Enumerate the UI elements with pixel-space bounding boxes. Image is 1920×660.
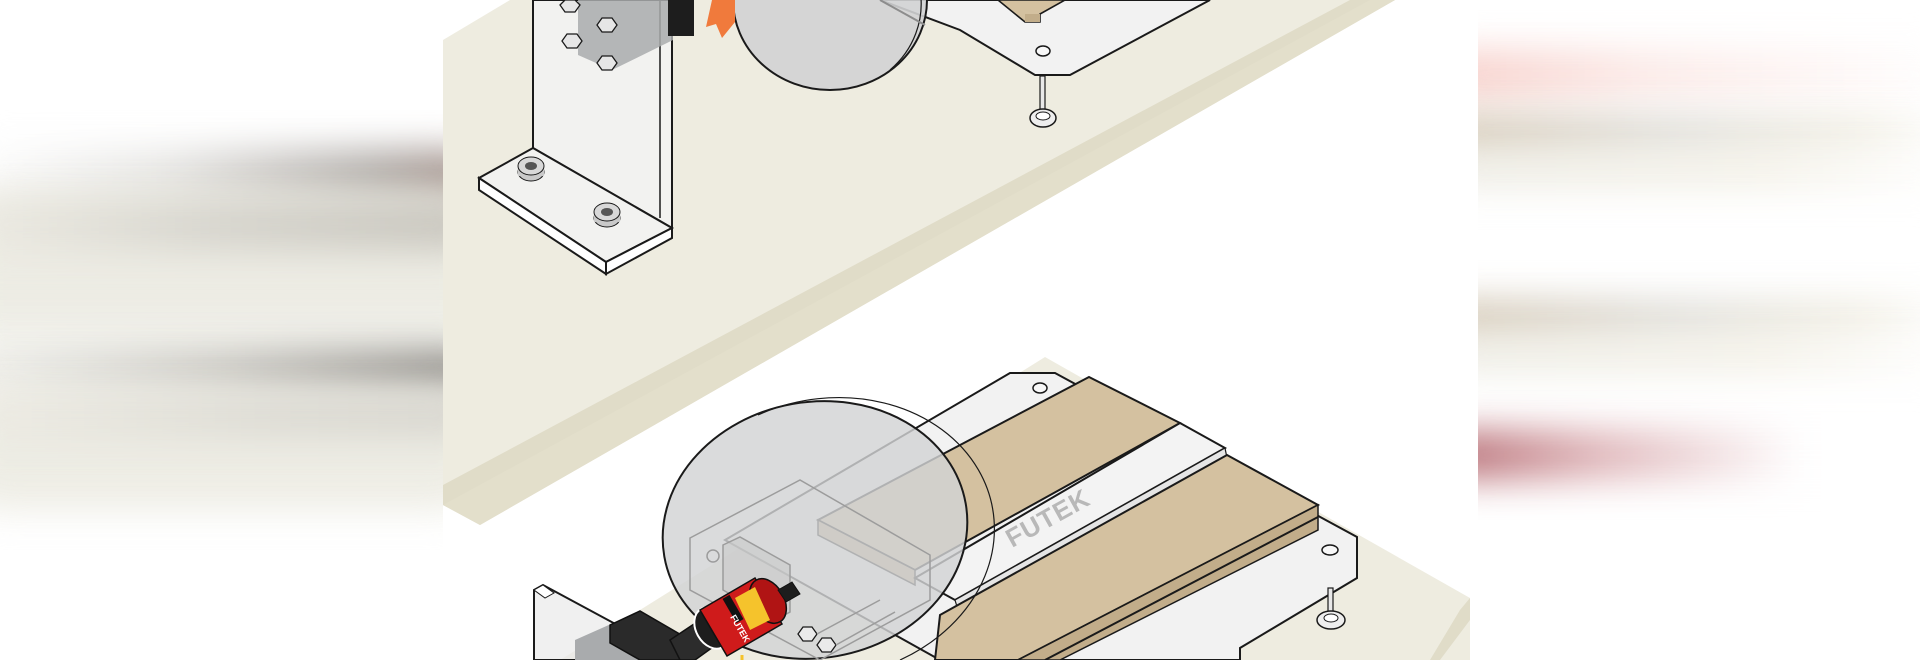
isometric-illustration: FUTEK	[443, 0, 1470, 660]
upper-motor-connector	[668, 0, 694, 36]
motor-hex-bolt-icon	[559, 0, 618, 71]
blur-streak	[1478, 150, 1920, 190]
lower-assembly: FUTEK	[533, 357, 1470, 660]
blur-streak	[1478, 50, 1920, 100]
upper-clear-disc	[732, 0, 928, 91]
lower-table-edge	[1430, 598, 1470, 660]
upper-leveling-foot	[1029, 75, 1057, 128]
lower-plate-hole	[1032, 382, 1048, 394]
background-blur-left	[0, 0, 443, 660]
background-blur-right	[1478, 0, 1920, 660]
blur-streak	[0, 200, 443, 250]
lower-wood-board-near	[933, 453, 1321, 660]
disc-hex-bolt-icon	[797, 626, 837, 653]
blur-streak	[1478, 335, 1920, 375]
torque-sensor: FUTEK	[693, 576, 801, 660]
lower-motor-connector	[609, 610, 691, 660]
illustration-frame: FUTEK	[443, 0, 1478, 660]
lower-plate-hole	[1321, 544, 1339, 556]
rotation-arrow-icon	[706, 0, 735, 38]
blur-streak	[1478, 300, 1920, 340]
bracket-bolt-icon	[517, 156, 545, 182]
blur-streak	[0, 350, 443, 395]
bracket-bolt-icon	[593, 202, 621, 228]
upper-assembly	[443, 0, 1395, 525]
blur-streak	[1478, 115, 1920, 155]
lower-sensor-mount-plate	[689, 479, 931, 660]
upper-plate-hole	[1035, 45, 1051, 57]
upper-base-plate	[879, 0, 1211, 76]
blur-streak	[1478, 430, 1920, 480]
lower-leveling-foot	[1316, 587, 1346, 630]
blur-streak	[0, 395, 443, 435]
